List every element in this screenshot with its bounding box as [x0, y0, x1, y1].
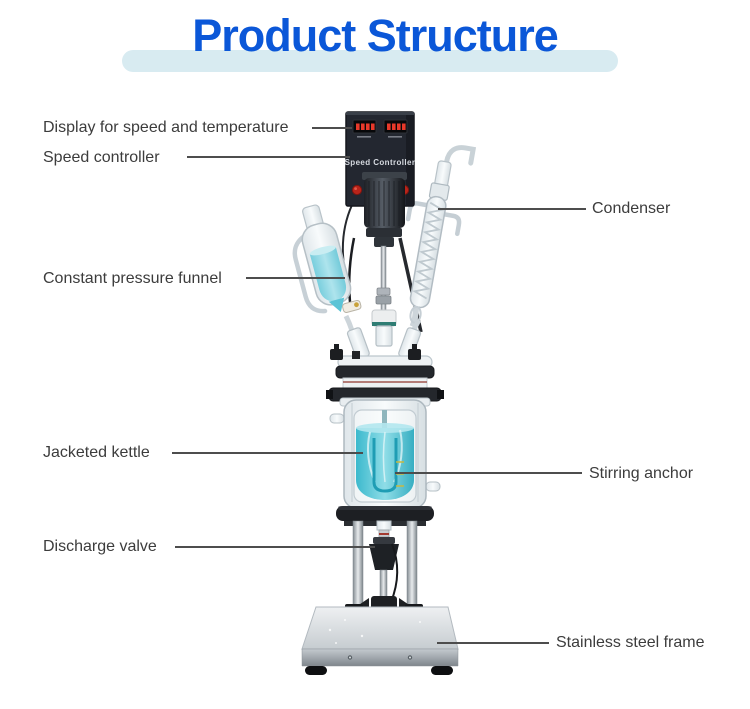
leader-line-display — [312, 127, 352, 129]
jacket-outlet — [425, 481, 441, 492]
stirring-anchor-impeller — [372, 438, 398, 493]
funnel-liquid-tip — [328, 297, 345, 312]
label-jacketed-kettle: Jacketed kettle — [43, 444, 150, 461]
leader-line-constant-pressure-funnel — [246, 277, 345, 279]
title-highlight-bar — [122, 50, 618, 72]
reactor-lid — [330, 325, 433, 369]
condenser-outlet-barb — [442, 212, 462, 237]
label-discharge-valve: Discharge valve — [43, 538, 157, 555]
label-display: Display for speed and temperature — [43, 119, 289, 136]
condenser-taper — [409, 306, 419, 328]
left-knob — [351, 184, 363, 196]
kettle-liquid — [356, 428, 414, 500]
jacket-inlet — [329, 413, 345, 424]
leader-line-stirring-anchor — [395, 472, 582, 474]
graduation-marks — [396, 461, 404, 487]
leader-line-speed-controller — [187, 156, 350, 158]
base-front — [301, 648, 459, 667]
base-top — [301, 606, 459, 650]
page-title: Product Structure — [192, 10, 559, 61]
center-port — [375, 325, 393, 347]
constant-pressure-funnel — [292, 204, 362, 314]
stirring-shaft — [371, 245, 397, 327]
label-constant-pressure-funnel: Constant pressure funnel — [43, 270, 222, 287]
base-speckles — [328, 619, 421, 644]
condenser — [405, 145, 477, 328]
leader-line-stainless-steel-frame — [437, 642, 549, 644]
base-foot-left — [305, 666, 327, 675]
discharge-valve — [369, 520, 399, 603]
leader-line-jacketed-kettle — [172, 452, 363, 454]
leader-line-discharge-valve — [175, 546, 375, 548]
motor-chuck — [374, 237, 394, 247]
funnel-stopcock — [342, 299, 362, 313]
led-digits — [356, 123, 406, 130]
leader-line-condenser — [438, 208, 586, 210]
speed-controller-box: Speed Controller — [345, 111, 416, 207]
condenser-top-hook — [444, 145, 477, 166]
shaft-coupling — [376, 287, 391, 296]
condenser-coil — [412, 201, 445, 300]
support-rod-left — [352, 520, 364, 612]
label-stainless-steel-frame: Stainless steel frame — [556, 634, 705, 651]
support-rod-right — [406, 520, 418, 612]
label-stirring-anchor: Stirring anchor — [589, 465, 694, 482]
o-ring — [343, 381, 427, 383]
label-speed-controller: Speed controller — [43, 149, 160, 166]
base-foot-right — [431, 666, 453, 675]
jacketed-kettle — [329, 397, 441, 509]
valve-cone — [369, 544, 399, 570]
lid-knob-left — [330, 349, 343, 360]
lid-knob-right — [408, 349, 421, 360]
funnel-liquid — [309, 247, 346, 302]
label-condenser: Condenser — [592, 200, 671, 217]
stainless-steel-base — [301, 606, 459, 675]
stirring-motor — [362, 172, 407, 247]
flange-clamp — [326, 365, 444, 402]
controller-label: Speed Controller — [345, 158, 416, 167]
